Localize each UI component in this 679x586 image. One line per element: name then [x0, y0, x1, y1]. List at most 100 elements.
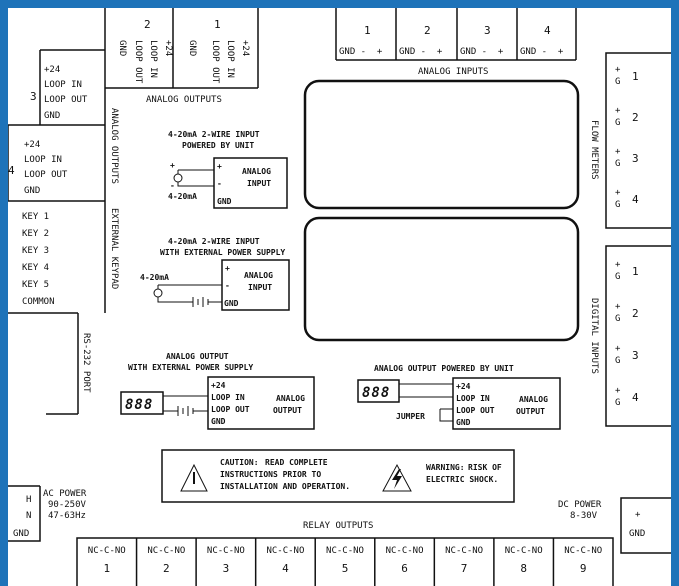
digital-inputs-title: DIGITAL INPUTS — [589, 298, 599, 374]
ao1-pin-loop-out: LOOP OUT — [210, 40, 220, 84]
keypad-key-3: KEY 3 — [22, 246, 49, 256]
wiring3-display — [120, 391, 164, 415]
wiring4-display-digits: 888 — [362, 385, 390, 401]
wiring1-source-minus: - — [170, 181, 175, 190]
ac-pin-h: H — [26, 495, 31, 505]
wiring2-source-label: 4-20mA — [140, 273, 169, 282]
analog-output-3-number: 3 — [30, 90, 37, 103]
flow-meter-plus-1: + — [615, 65, 621, 75]
flow-meter-number-2: 2 — [632, 111, 639, 124]
electric-shock-triangle-icon — [382, 463, 412, 492]
wiring2-current-source — [153, 288, 163, 298]
analog-input-1-pins: GND - + — [339, 47, 383, 57]
relay-9-number: 9 — [580, 562, 587, 575]
wiring4-jumper-label: JUMPER — [396, 412, 425, 421]
keypad-key-1: KEY 1 — [22, 212, 49, 222]
keypad-key-2: KEY 2 — [22, 229, 49, 239]
analog-input-2-pins: GND - + — [399, 47, 443, 57]
ao3-pin-loop-out: LOOP OUT — [44, 95, 88, 105]
ao1-pin-24: +24 — [240, 40, 250, 56]
analog-input-4-number: 4 — [544, 24, 551, 37]
wiring1-analog-input-box — [213, 157, 288, 209]
digital-input-number-2: 2 — [632, 307, 639, 320]
wiring2-analog-label: ANALOG — [244, 271, 273, 280]
ao2-pin-loop-in: LOOP IN — [148, 40, 158, 78]
wiring4-pin-gnd: GND — [456, 418, 471, 427]
wiring1-analog-label: ANALOG — [242, 167, 271, 176]
wiring3-battery-symbol — [177, 406, 194, 416]
analog-inputs-title: ANALOG INPUTS — [418, 67, 488, 77]
ac-power-label: AC POWER — [43, 489, 87, 499]
relay-8-pins: NC-C-NO — [505, 546, 543, 556]
wiring3-output-label: OUTPUT — [273, 406, 302, 415]
relay-1-number: 1 — [103, 562, 110, 575]
wiring4-output-label: OUTPUT — [516, 407, 545, 416]
warning-line-1: RISK OF — [468, 463, 502, 472]
wiring3-pin-24: +24 — [211, 381, 226, 390]
relay-1-pins: NC-C-NO — [88, 546, 126, 556]
relay-4-number: 4 — [282, 562, 289, 575]
wiring-panel: 2 1 +24 LOOP IN LOOP OUT GND +24 LOOP IN… — [8, 8, 671, 586]
caution-line-3: INSTALLATION AND OPERATION. — [220, 482, 350, 491]
digital-input-g-2: G — [615, 314, 620, 324]
analog-outputs-top-title: ANALOG OUTPUTS — [146, 95, 222, 105]
wiring2-input-label: INPUT — [248, 283, 272, 292]
analog-inputs-block: 1 2 3 4 GND - + GND - + GND - + GND - + … — [335, 8, 577, 77]
digital-input-number-4: 4 — [632, 391, 639, 404]
wiring1-gnd: GND — [217, 197, 232, 206]
keypad-key-5: KEY 5 — [22, 280, 49, 290]
wiring2-battery-symbol — [192, 297, 209, 307]
ao4-pin-24: +24 — [24, 140, 40, 150]
caution-exclamation-mark — [193, 472, 195, 484]
wiring4-analog-label: ANALOG — [519, 395, 548, 404]
ac-pin-n: N — [26, 511, 31, 521]
analog-input-4-pins: GND - + — [520, 47, 564, 57]
wiring1-plus: + — [217, 162, 222, 171]
flow-meter-plus-2: + — [615, 106, 621, 116]
wiring2-minus: - — [225, 281, 230, 290]
dc-power-block: DC POWER 8-30V + GND — [558, 497, 671, 554]
rs232-title: RS-232 PORT — [81, 333, 91, 393]
wiring1-title-line1: 4-20mA 2-WIRE INPUT — [168, 130, 260, 139]
dc-power-voltage: 8-30V — [570, 511, 598, 521]
keypad-common: COMMON — [22, 297, 55, 307]
digital-input-g-4: G — [615, 398, 620, 408]
dc-power-label: DC POWER — [558, 500, 602, 510]
ao1-pin-loop-in: LOOP IN — [225, 40, 235, 78]
relay-outputs-block: RELAY OUTPUTS NC-C-NO1NC-C-NO2NC-C-NO3NC… — [76, 521, 614, 586]
caution-heading: CAUTION: — [220, 458, 259, 467]
flow-meter-number-1: 1 — [632, 70, 639, 83]
wiring3-title-line2: WITH EXTERNAL POWER SUPPLY — [128, 363, 253, 372]
relay-6-pins: NC-C-NO — [386, 546, 424, 556]
caution-triangle-icon — [180, 463, 208, 492]
wiring3-pin-gnd: GND — [211, 417, 226, 426]
analog-input-1-number: 1 — [364, 24, 371, 37]
warning-line-2: ELECTRIC SHOCK. — [426, 475, 498, 484]
wiring1-title-line2: POWERED BY UNIT — [182, 141, 254, 150]
ao2-pin-24: +24 — [163, 40, 173, 56]
wiring2-plus: + — [225, 264, 230, 273]
relay-2-number: 2 — [163, 562, 170, 575]
upper-display-window — [303, 79, 580, 210]
wiring4-jumper-wire — [439, 408, 453, 422]
relay-5-number: 5 — [342, 562, 349, 575]
wiring3-pin-loop-out: LOOP OUT — [211, 405, 250, 414]
digital-input-plus-4: + — [615, 386, 621, 396]
wiring2-title-line2: WITH EXTERNAL POWER SUPPLY — [160, 248, 285, 257]
caution-line-1: READ COMPLETE — [265, 458, 328, 467]
digital-input-plus-3: + — [615, 344, 621, 354]
digital-input-g-1: G — [615, 272, 620, 282]
flow-meter-g-2: G — [615, 118, 620, 128]
ac-power-frequency: 47-63Hz — [48, 511, 86, 521]
flow-meter-plus-4: + — [615, 188, 621, 198]
digital-input-number-1: 1 — [632, 265, 639, 278]
wiring2-gnd: GND — [224, 299, 239, 308]
wiring1-minus: - — [217, 179, 222, 188]
relay-5-pins: NC-C-NO — [326, 546, 364, 556]
dc-pin-plus: + — [635, 510, 641, 520]
relay-4-pins: NC-C-NO — [266, 546, 304, 556]
caution-box-border — [161, 449, 515, 503]
dc-pin-gnd: GND — [629, 529, 645, 539]
wiring3-pin-loop-in: LOOP IN — [211, 393, 245, 402]
